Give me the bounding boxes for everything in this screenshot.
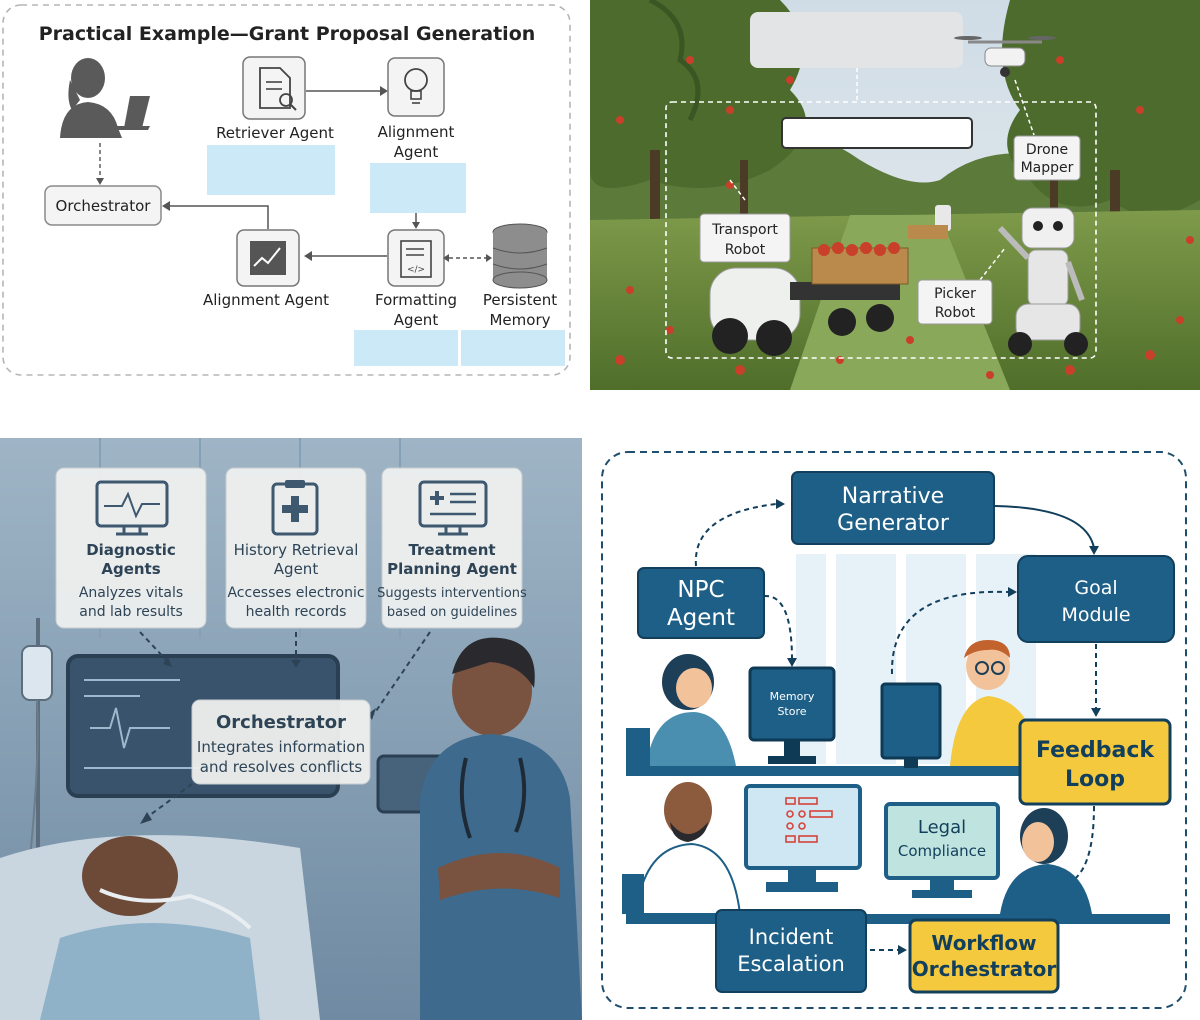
formatting-placeholder	[354, 330, 458, 366]
memory-store-label-1: Memory	[770, 690, 815, 703]
persistent-memory-label-2: Memory	[489, 311, 550, 329]
diagnostic-desc-1: Analyzes vitals	[79, 585, 183, 601]
hospital-orchestrator-card	[191, 699, 371, 785]
hospital-orchestrator-title: Orchestrator	[216, 712, 346, 733]
transport-robot-label-2: Robot	[725, 242, 766, 258]
user-at-laptop-icon	[60, 58, 150, 138]
treatment-desc-1: Suggests interventions	[377, 586, 527, 601]
legal-compliance-monitor-icon	[884, 802, 1000, 898]
narrative-label-2: Generator	[837, 511, 950, 536]
treatment-desc-2: based on guidelines	[387, 605, 518, 620]
history-desc-1: Accesses electronic	[227, 585, 364, 601]
npc-label-2: Agent	[667, 605, 735, 631]
narrative-label-1: Narrative	[842, 484, 944, 509]
picker-robot-icon	[997, 207, 1088, 356]
treatment-title-2: Planning Agent	[387, 560, 517, 578]
picker-robot-label-box	[917, 279, 993, 325]
npc-agent-box	[637, 567, 765, 639]
transport-robot-label-box	[699, 213, 791, 263]
lightbulb-icon	[387, 57, 445, 117]
orchard-title-placeholder	[750, 12, 963, 68]
grant-orchestrator-label: Orchestrator	[56, 197, 152, 215]
goal-label-1: Goal	[1074, 577, 1117, 599]
history-retrieval-card	[225, 467, 367, 629]
diagnostic-title-1: Diagnostic	[86, 541, 176, 559]
treatment-title-1: Treatment	[408, 541, 495, 559]
dark-monitor-icon	[880, 682, 942, 760]
treatment-monitor-icon	[418, 480, 488, 536]
formatting-agent-label-1: Formatting	[375, 291, 457, 309]
orchard-subtitle-placeholder	[781, 117, 973, 149]
legal-label-1: Legal	[918, 817, 966, 838]
formatting-agent-label-2: Agent	[394, 311, 439, 329]
orchard-robot-panel: Drone Mapper Transport Robot Picker Robo…	[590, 0, 1200, 390]
workflow-orchestrator-box	[908, 918, 1060, 994]
npc-label-1: NPC	[677, 577, 724, 603]
goal-label-2: Module	[1061, 604, 1130, 626]
diagnostic-desc-2: and lab results	[79, 604, 183, 620]
alignment-agent-top-label-2: Agent	[394, 143, 439, 161]
svg-text:</>: </>	[407, 265, 425, 275]
drone-mapper-label-1: Drone	[1026, 142, 1068, 158]
hospital-panel: Diagnostic Agents Analyzes vitals and la…	[0, 438, 582, 1020]
dashboard-monitor-icon	[744, 784, 862, 892]
database-icon	[492, 223, 548, 289]
drone-icon	[954, 36, 1056, 77]
incident-escalation-box	[715, 909, 867, 993]
incident-label-2: Escalation	[737, 952, 845, 976]
goal-module-box	[1017, 555, 1175, 643]
heartbeat-monitor-icon	[95, 480, 169, 536]
doctor-icon	[420, 637, 582, 1020]
grant-title: Practical Example—Grant Proposal Generat…	[39, 23, 536, 45]
game-agents-panel: Narrative Generator NPC Agent Goal Modul…	[596, 444, 1200, 1020]
alignment-agent-top-label-1: Alignment	[378, 123, 455, 141]
feedback-loop-box	[1018, 718, 1172, 806]
alignment-agent-bottom-label: Alignment Agent	[203, 291, 329, 309]
hospital-orchestrator-desc-1: Integrates information	[197, 738, 365, 756]
memory-store-monitor-icon	[748, 666, 836, 764]
grant-proposal-panel: Practical Example—Grant Proposal Generat…	[0, 0, 580, 385]
diagnostic-title-2: Agents	[101, 560, 160, 578]
history-title-1: History Retrieval	[234, 541, 359, 559]
workflow-label-2: Orchestrator	[912, 957, 1057, 981]
hospital-orchestrator-desc-2: and resolves conflicts	[200, 758, 363, 776]
transport-robot-label-1: Transport	[711, 222, 778, 238]
feedback-label-1: Feedback	[1036, 738, 1155, 763]
retriever-agent-label: Retriever Agent	[216, 124, 334, 142]
persistent-memory-label-1: Persistent	[483, 291, 557, 309]
bearded-man-icon	[622, 782, 742, 915]
woman-at-desk-icon	[626, 654, 736, 766]
picker-robot-label-1: Picker	[934, 286, 976, 302]
legal-label-2: Compliance	[898, 842, 986, 860]
history-desc-2: health records	[246, 604, 347, 620]
grant-orchestrator-box	[44, 185, 162, 226]
memory-store-label-2: Store	[777, 705, 806, 718]
retriever-placeholder	[207, 145, 335, 195]
incident-label-1: Incident	[749, 925, 834, 949]
workflow-label-1: Workflow	[931, 931, 1036, 955]
transport-robot-icon	[709, 242, 909, 356]
narrative-generator-box	[791, 471, 995, 545]
alignment-placeholder	[370, 163, 466, 213]
picker-robot-label-2: Robot	[935, 305, 976, 321]
memory-placeholder	[461, 330, 565, 366]
history-title-2: Agent	[274, 560, 319, 578]
drone-mapper-label-box	[1013, 135, 1081, 181]
feedback-label-2: Loop	[1065, 767, 1125, 792]
medical-clipboard-icon	[271, 480, 319, 536]
man-with-glasses-icon	[950, 640, 1036, 766]
drone-mapper-label-2: Mapper	[1021, 160, 1074, 176]
woman-right-icon	[1000, 808, 1092, 914]
patient-in-bed-icon	[0, 835, 320, 1020]
